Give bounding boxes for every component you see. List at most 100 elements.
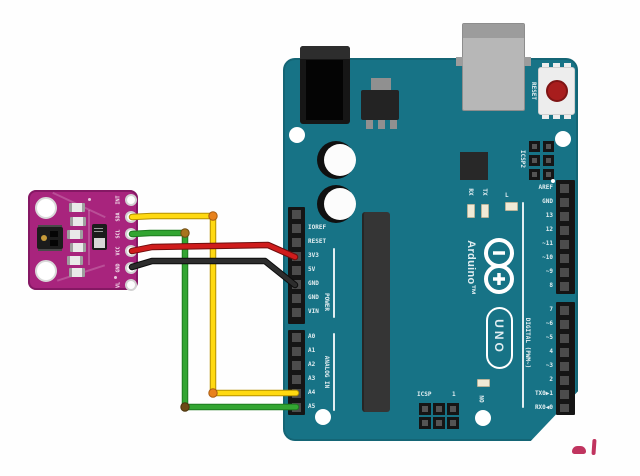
wire-sda[interactable]: [129, 213, 299, 396]
pin-label-gnd: GND: [542, 198, 553, 205]
tx-led: [481, 204, 489, 218]
capacitor-top: [324, 144, 356, 176]
icsp-pin: [447, 403, 459, 415]
pin-label-ioref: IOREF: [308, 224, 327, 231]
sensor-regulator-ic: [92, 224, 107, 250]
pin-label-7: 7: [549, 306, 553, 313]
sensor-ic: [37, 225, 63, 251]
pin-label-3v3: 3V3: [308, 252, 319, 259]
atmega-chip: [362, 212, 390, 412]
l-led: [505, 202, 518, 211]
junction-dot[interactable]: [208, 211, 218, 221]
junction-dot[interactable]: [180, 402, 190, 412]
usb-connector-band: [463, 24, 524, 38]
mounting-hole: [35, 197, 57, 219]
reset-button-leg: [553, 113, 560, 119]
pin-label-gnd1: GND: [308, 280, 319, 287]
power-jack-barrel: [306, 60, 343, 120]
pin-label-8: 8: [549, 282, 553, 289]
pin-pad: [125, 194, 137, 206]
mounting-hole: [475, 410, 491, 426]
silkscreen-line: [522, 202, 524, 408]
pcb-via: [88, 198, 91, 201]
mounting-hole: [555, 131, 571, 147]
icsp2-pin: [529, 155, 540, 166]
pin-label-vin: VIN: [308, 308, 319, 315]
pin-label-10: ~10: [542, 254, 553, 261]
digital-header-top: [556, 180, 575, 294]
reset-button-leg: [564, 113, 571, 119]
icsp2-pin: [543, 155, 554, 166]
ic-marking: [94, 228, 103, 229]
pin-label-9: ~9: [545, 268, 553, 275]
arduino-infinity-logo-icon: [484, 238, 514, 294]
icsp-pin1-label: 1: [452, 391, 456, 398]
usb-connector: [462, 23, 525, 111]
reset-button[interactable]: [538, 67, 575, 115]
pin-label-a5: A5: [308, 403, 316, 410]
power-jack-rim: [300, 46, 350, 59]
passive-component: [70, 217, 86, 226]
passive-component: [67, 256, 83, 265]
watermark-mark: [572, 446, 586, 454]
pin-label-13: 13: [545, 212, 553, 219]
ic-marking: [94, 231, 103, 232]
capacitor-top: [324, 188, 356, 220]
usb-tab: [456, 57, 463, 66]
reset-button-leg: [542, 113, 549, 119]
mounting-hole: [35, 260, 57, 282]
uno-badge: UNO: [486, 307, 513, 369]
pin-label-12: 12: [545, 226, 553, 233]
junction-dot[interactable]: [208, 388, 218, 398]
pin-label-aref: AREF: [538, 184, 553, 191]
on-led: [477, 379, 490, 387]
icsp-pin: [433, 403, 445, 415]
mounting-hole: [289, 127, 305, 143]
pin-label-2: 2: [549, 376, 553, 383]
ic-metal-tab: [94, 238, 105, 248]
silkscreen-line: [333, 248, 335, 318]
mounting-hole: [315, 409, 331, 425]
reset-button-leg: [564, 63, 571, 69]
pin-label-5: ~5: [545, 334, 553, 341]
pin-label-gnd2: GND: [308, 294, 319, 301]
pin-label-a4: A4: [308, 389, 316, 396]
passive-component: [69, 268, 85, 277]
icsp-label: ICSP: [417, 391, 432, 398]
reset-button-cap[interactable]: [546, 80, 568, 102]
pin-label-rx0: RX0◀0: [534, 404, 553, 411]
rx-led: [467, 204, 475, 218]
pin-pad: [125, 279, 137, 291]
pin-label-5v: 5V: [308, 266, 316, 273]
pin-label-6: ~6: [545, 320, 553, 327]
pin-label-a0: A0: [308, 333, 316, 340]
icsp-pin: [419, 417, 431, 429]
reset-button-leg: [542, 63, 549, 69]
passive-component: [67, 230, 83, 239]
sensor-window-icon: [50, 231, 58, 237]
junction-dot[interactable]: [180, 228, 190, 238]
wire-power[interactable]: [129, 242, 298, 260]
icsp2-pin: [529, 169, 540, 180]
voltage-regulator: [361, 90, 399, 120]
icsp2-pin: [529, 141, 540, 152]
digital-header-bottom: [556, 302, 575, 415]
regulator-leg: [366, 120, 373, 129]
regulator-leg: [390, 120, 397, 129]
pin-label-3: ~3: [545, 362, 553, 369]
pin-label-4: 4: [549, 348, 553, 355]
pin-label-a3: A3: [308, 375, 316, 382]
ic-pins: [38, 225, 62, 227]
pcb-via: [114, 276, 117, 279]
usb-tab: [524, 57, 531, 66]
wire-ground[interactable]: [129, 258, 298, 288]
silkscreen-line: [333, 333, 335, 411]
power-jack: [300, 46, 350, 124]
usb-interface-chip: [460, 152, 488, 180]
regulator-leg: [378, 120, 385, 129]
pin-label-reset: RESET: [308, 238, 327, 245]
passive-component: [69, 203, 85, 212]
l-led-label: L: [505, 192, 509, 199]
